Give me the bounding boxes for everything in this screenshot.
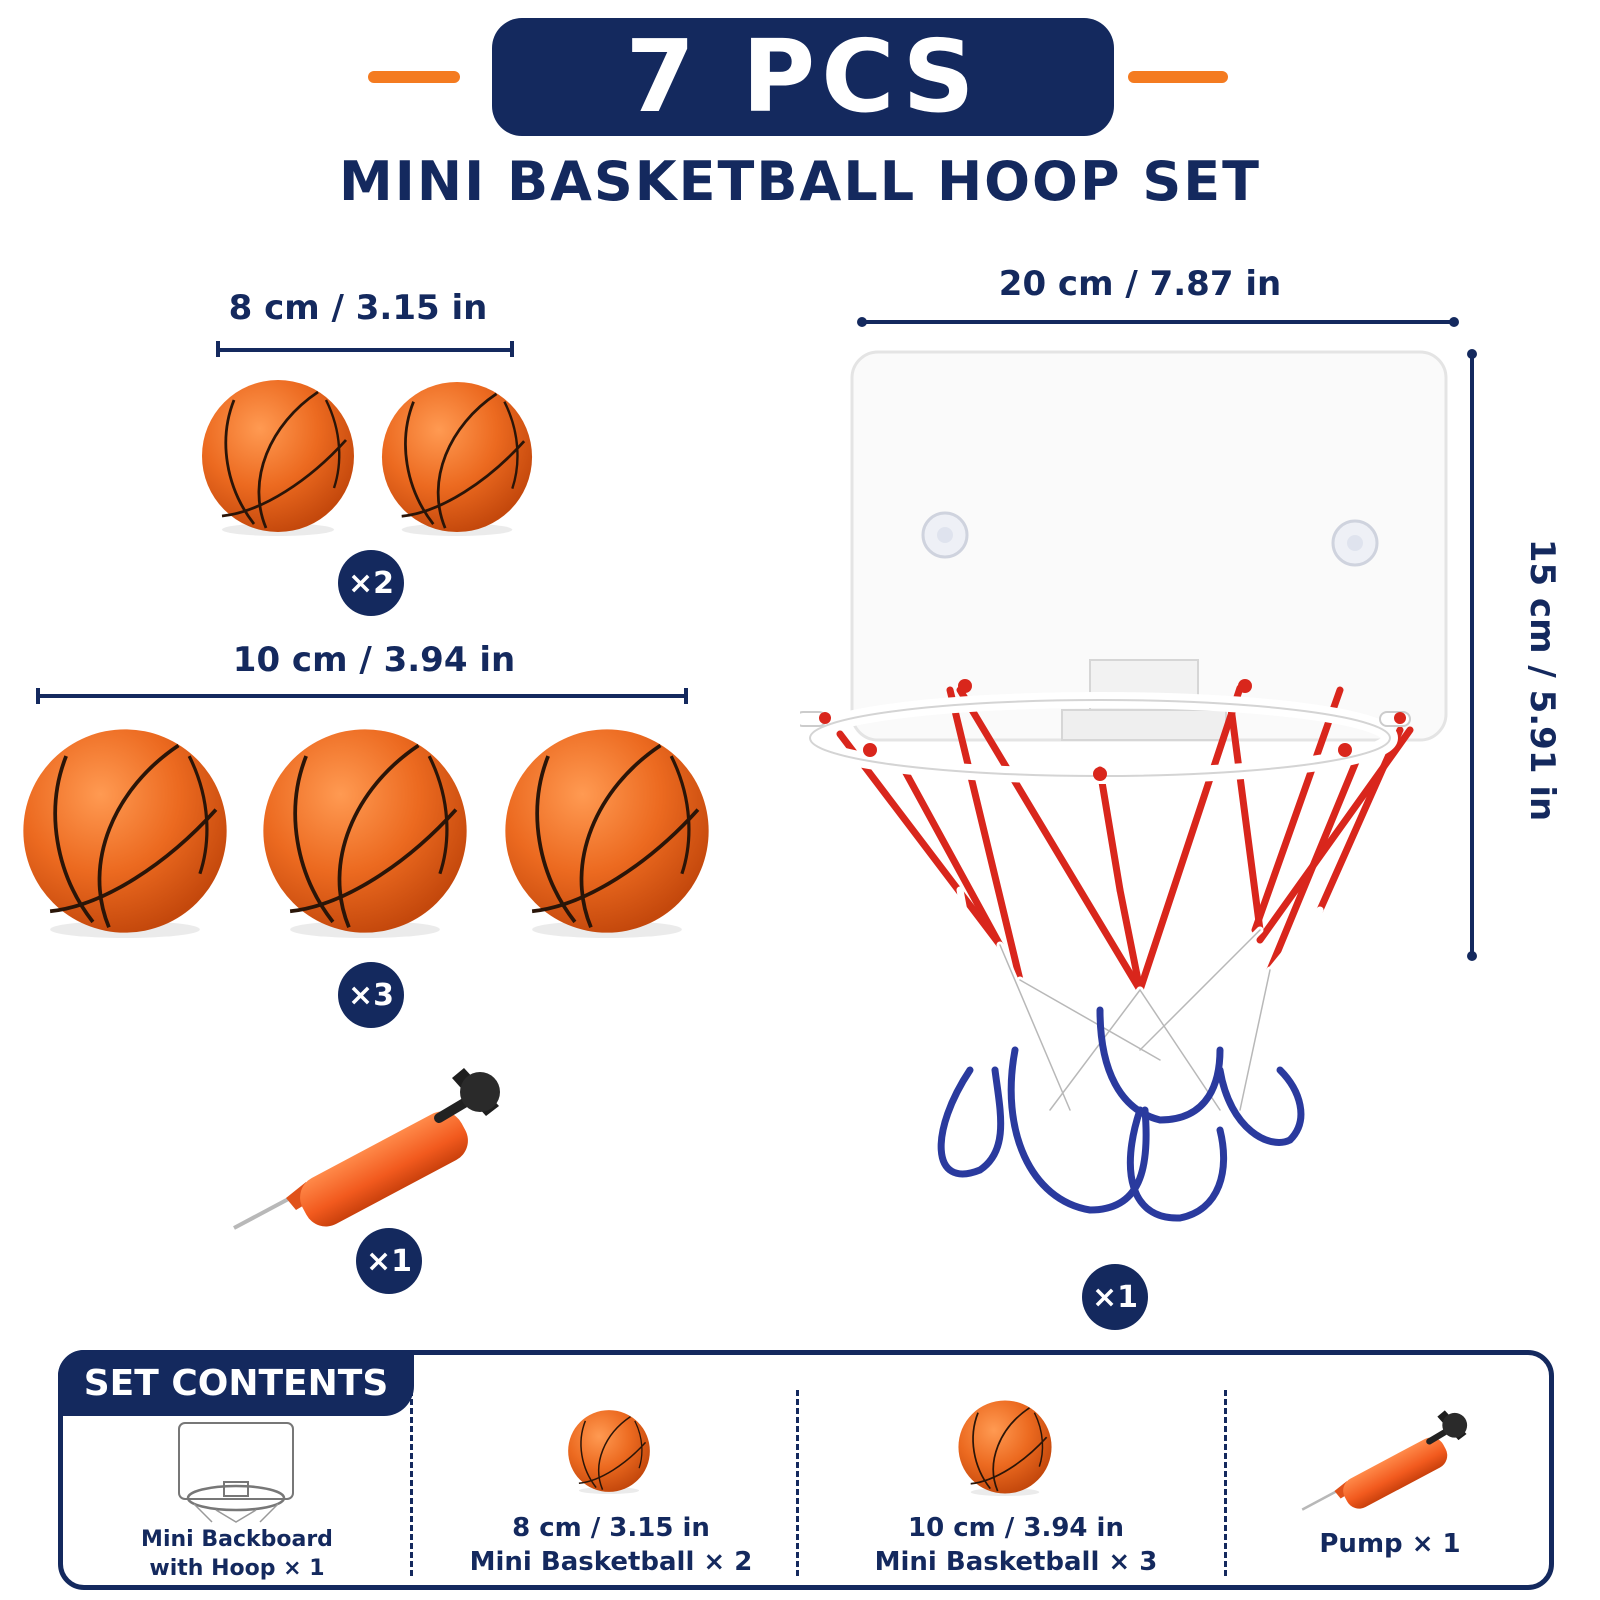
panel-divider xyxy=(410,1390,413,1576)
pump-quantity-badge: ×1 xyxy=(356,1228,422,1294)
large-ball-dimension-line xyxy=(36,688,688,704)
large-ball-dimension: 10 cm / 3.94 in xyxy=(232,640,516,680)
set-contents-title: SET CONTENTS xyxy=(58,1350,414,1416)
count-label: 7 PCS xyxy=(625,18,981,135)
page-subtitle: MINI BASKETBALL HOOP SET xyxy=(339,150,1261,213)
set-item-pump-caption: Pump × 1 xyxy=(1319,1529,1461,1559)
basketball-icon xyxy=(566,1408,652,1494)
pump-image xyxy=(224,1048,524,1248)
basketball-icon xyxy=(956,1398,1054,1496)
large-basketball xyxy=(500,724,714,938)
decorative-dash-left xyxy=(368,71,460,83)
small-basketball xyxy=(198,376,358,536)
backboard-height-line xyxy=(1467,349,1477,961)
set-item-small-ball-line1: 8 cm / 3.15 in xyxy=(512,1513,710,1543)
decorative-dash-right xyxy=(1128,71,1228,83)
set-item-backboard-caption: Mini Backboard with Hoop × 1 xyxy=(112,1526,362,1583)
set-item-small-ball-line2: Mini Basketball × 2 xyxy=(469,1546,753,1577)
large-ball-quantity-badge: ×3 xyxy=(338,962,404,1028)
large-basketball xyxy=(18,724,232,938)
set-item-backboard-line1: Mini Backboard xyxy=(141,1527,333,1552)
backboard-width-dimension: 20 cm / 7.87 in xyxy=(998,264,1282,304)
backboard-quantity-badge: ×1 xyxy=(1082,1264,1148,1330)
panel-divider xyxy=(1224,1390,1227,1576)
large-basketball xyxy=(258,724,472,938)
small-ball-dimension-line xyxy=(216,341,514,357)
small-ball-quantity-badge: ×2 xyxy=(338,550,404,616)
set-item-backboard-line2: with Hoop × 1 xyxy=(149,1555,325,1581)
small-ball-dimension: 8 cm / 3.15 in xyxy=(228,288,488,328)
set-item-small-ball-caption: 8 cm / 3.15 in Mini Basketball × 2 xyxy=(466,1512,756,1580)
backboard-icon xyxy=(178,1422,294,1523)
small-basketball xyxy=(378,378,536,536)
backboard-hoop-image xyxy=(800,350,1448,1222)
set-item-large-ball-line2: Mini Basketball × 3 xyxy=(874,1546,1158,1577)
backboard-height-dimension: 15 cm / 5.91 in xyxy=(1522,538,1562,822)
panel-divider xyxy=(796,1390,799,1576)
set-contents-panel xyxy=(58,1350,1554,1590)
count-banner: 7 PCS xyxy=(492,18,1114,136)
set-item-large-ball-line1: 10 cm / 3.94 in xyxy=(908,1513,1124,1543)
backboard-width-line xyxy=(857,317,1459,327)
pump-icon xyxy=(1296,1398,1482,1522)
set-item-large-ball-caption: 10 cm / 3.94 in Mini Basketball × 3 xyxy=(866,1512,1166,1580)
